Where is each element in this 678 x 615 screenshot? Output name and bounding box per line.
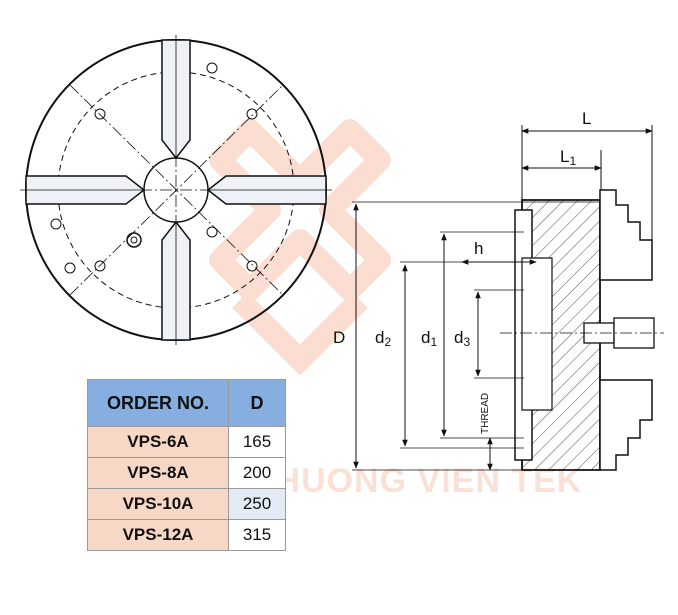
front-view	[20, 35, 332, 345]
order-no-cell: VPS-6A	[87, 426, 229, 458]
label-thread: THREAD	[480, 393, 491, 434]
side-section-view	[500, 125, 664, 471]
table-row: VPS-12A 315	[87, 519, 286, 551]
label-h: h	[474, 239, 483, 258]
bolt-marks	[50, 62, 258, 274]
jaw-right	[206, 175, 327, 205]
d-value-cell: 250	[228, 488, 286, 520]
header-order-no: ORDER NO.	[87, 379, 229, 427]
table-header-row: ORDER NO. D	[87, 379, 286, 427]
jaw-top	[161, 39, 191, 160]
label-d2: d2	[375, 328, 391, 349]
table-row: VPS-8A 200	[87, 457, 286, 489]
watermark-logo	[209, 119, 391, 376]
jaw-bottom	[161, 220, 191, 341]
d-value-cell: 315	[228, 519, 286, 551]
d-value-cell: 200	[228, 457, 286, 489]
label-D: D	[333, 328, 345, 347]
d-value-cell: 165	[228, 426, 286, 458]
label-d3: d3	[454, 328, 470, 349]
table-row: VPS-6A 165	[87, 426, 286, 458]
table-row: VPS-10A 250	[87, 488, 286, 520]
order-no-cell: VPS-12A	[87, 519, 229, 551]
label-d1: d1	[421, 328, 437, 349]
order-no-cell: VPS-10A	[87, 488, 229, 520]
dimensions	[352, 128, 653, 471]
header-d: D	[228, 379, 286, 427]
label-L: L	[582, 109, 591, 128]
jaw-left	[25, 175, 146, 205]
label-L1: L1	[560, 147, 576, 168]
order-table: ORDER NO. D VPS-6A 165 VPS-8A 200 VPS-10…	[87, 379, 286, 551]
order-no-cell: VPS-8A	[87, 457, 229, 489]
